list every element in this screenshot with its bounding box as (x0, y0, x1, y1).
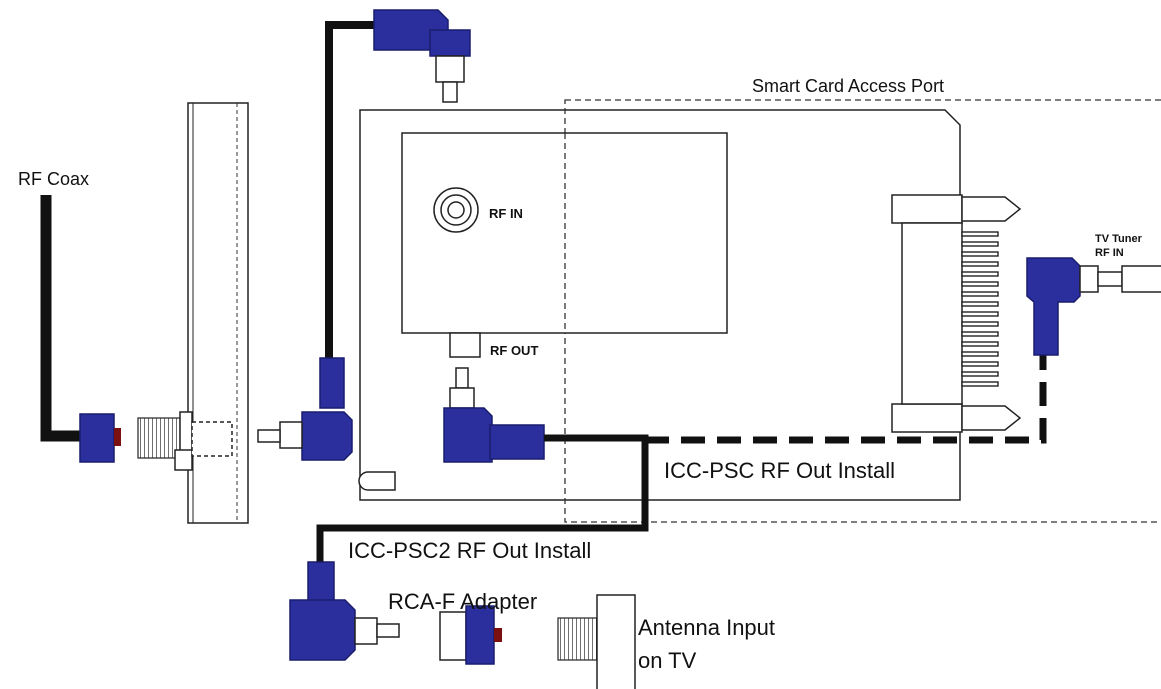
f-connector-left (79, 411, 233, 471)
card-edge-connector (891, 194, 1022, 433)
right-angle-connector-top (373, 9, 471, 103)
tv-tuner-label: TV Tuner (1095, 233, 1143, 245)
rf-coax-cable (40, 195, 84, 442)
rf-in-jack-icon (433, 187, 479, 233)
rca-f-adapter (439, 605, 502, 665)
icc-psc-install-label: ICC-PSC RF Out Install (664, 458, 895, 483)
wall-plate (187, 102, 249, 524)
rf-cable-top (325, 21, 378, 360)
right-angle-connector-tv-tuner (1026, 257, 1161, 356)
rca-f-adapter-label: RCA-F Adapter (388, 589, 537, 614)
rf-out-label: RF OUT (490, 343, 538, 358)
card-component (358, 471, 396, 491)
icc-psc2-cable (316, 434, 649, 570)
rf-coax-label: RF Coax (18, 169, 89, 189)
rf-out-port (449, 332, 481, 358)
rf-in-label: RF IN (489, 206, 523, 221)
tv-antenna-input (557, 594, 636, 689)
antenna-input-label: Antenna Input (638, 615, 775, 640)
icc-psc2-install-label: ICC-PSC2 RF Out Install (348, 538, 591, 563)
rf-out-connector (443, 367, 545, 463)
icc-psc-cable (645, 355, 1047, 444)
smart-card-access-port-label: Smart Card Access Port (752, 76, 944, 96)
right-angle-connector-bottom (289, 561, 400, 661)
right-angle-connector-middle (257, 357, 353, 461)
tv-tuner-rf-in-label: RF IN (1095, 247, 1124, 259)
antenna-input-on-tv-label: on TV (638, 648, 697, 673)
